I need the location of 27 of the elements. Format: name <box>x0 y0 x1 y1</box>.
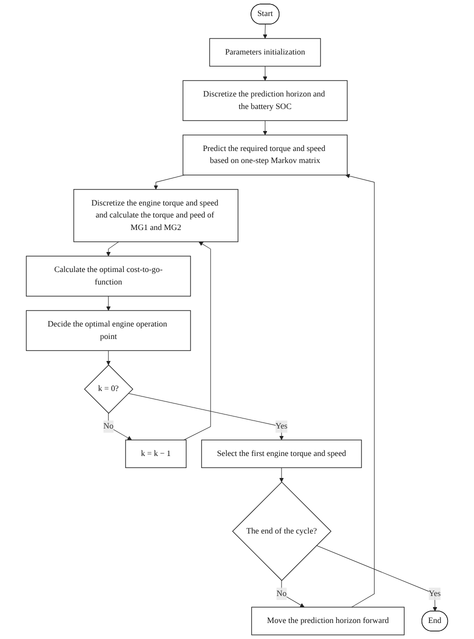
edge-label: No <box>276 589 287 598</box>
arrow <box>316 545 438 612</box>
arrow <box>262 120 268 136</box>
node-diamond: k = 0? <box>84 364 134 414</box>
arrow <box>262 66 268 81</box>
node-box: Move the prediction horizon forward <box>251 606 405 636</box>
arrow <box>184 242 211 440</box>
arrow <box>106 296 111 311</box>
arrow <box>345 174 375 608</box>
node-box: Select the first engine torque and speed <box>201 440 362 468</box>
arrow <box>106 350 111 366</box>
arrow <box>154 174 185 190</box>
edge-label: Yes <box>428 589 441 598</box>
arrow <box>128 393 284 440</box>
arrow <box>279 467 284 482</box>
arrow <box>106 242 119 256</box>
node-box: Discretize the engine torque and speed and calculate the torque and peed of MG1 and MG2 <box>73 189 238 242</box>
edge-label: No <box>103 422 114 431</box>
node-box: Calculate the optimal cost-to-go-function <box>26 256 191 297</box>
node-box: Discretize the prediction horizon and the battery SOC <box>182 80 348 121</box>
node-box: k = k − 1 <box>125 440 187 468</box>
edge-label: Yes <box>276 422 288 431</box>
node-box: Predict the required torque and speed based on one-step Markov matrix <box>182 134 348 176</box>
node-diamond: The end of the cycle? <box>232 482 332 581</box>
node-box: Parameters initialization <box>209 38 321 67</box>
node-box: Decide the optimal engine operation point <box>26 310 191 351</box>
arrow <box>262 24 268 39</box>
